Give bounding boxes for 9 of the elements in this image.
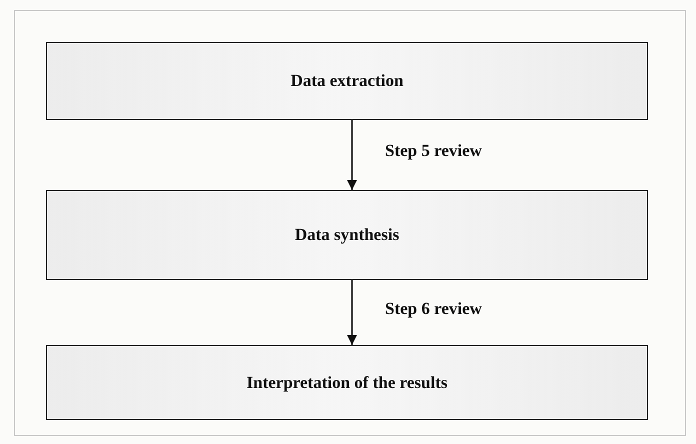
edge-label: Step 5 review [385,141,482,161]
process-box [46,345,648,420]
box-label: Data synthesis [294,225,400,245]
process-box [46,42,648,120]
process-box [46,190,648,280]
arrow [347,280,357,345]
box-label: Interpretation of the results [246,372,448,392]
arrow [347,120,357,190]
box-label: Data extraction [290,71,404,91]
